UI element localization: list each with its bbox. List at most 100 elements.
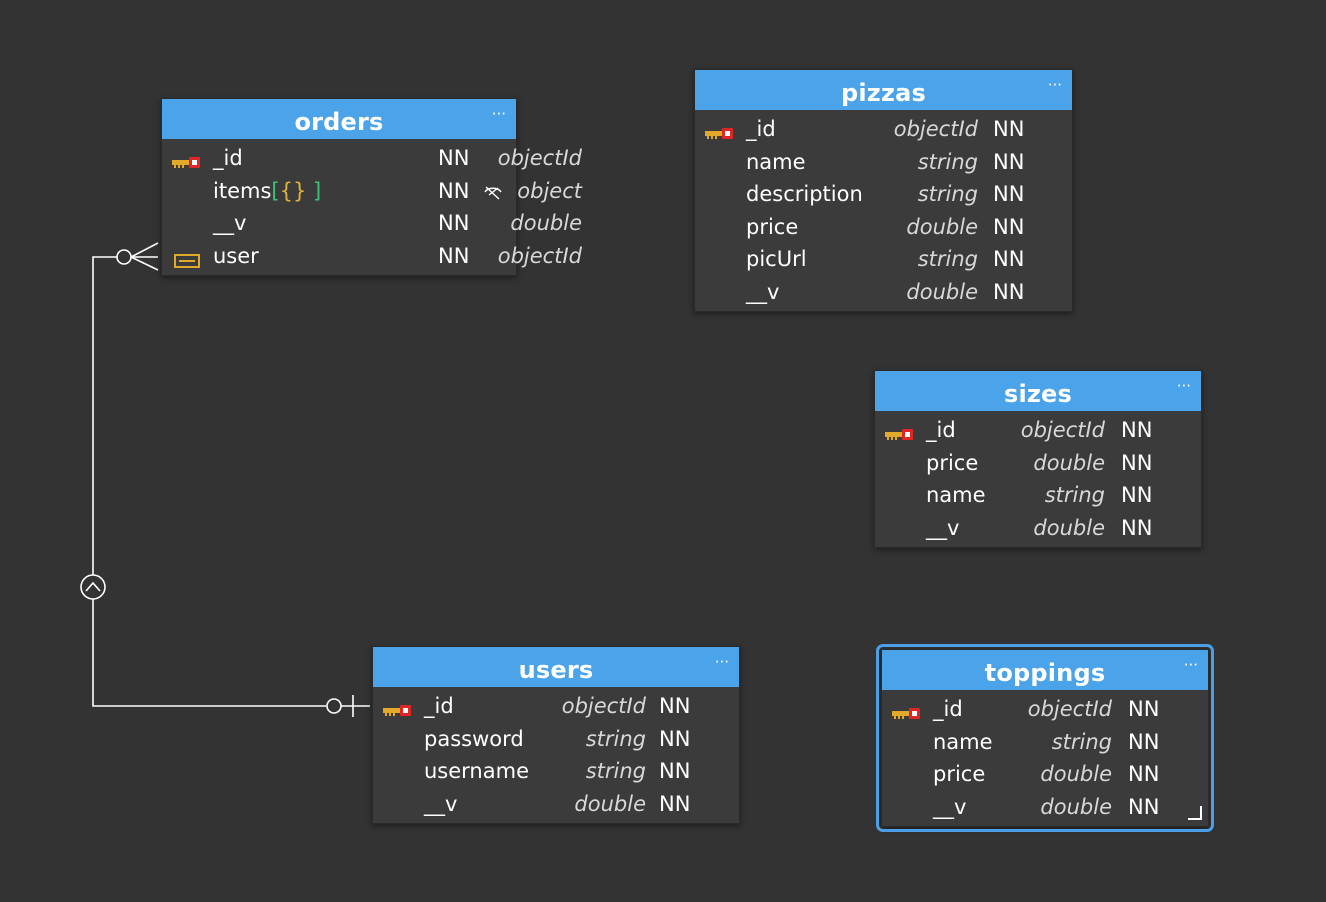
field-name: _id — [424, 694, 454, 718]
entity-header[interactable]: sizes ··· — [875, 371, 1201, 411]
not-null-flag: NN — [1121, 483, 1153, 507]
field-name-text: __v — [933, 794, 967, 819]
field-name: _id — [933, 697, 963, 721]
chevron-up-icon — [85, 581, 101, 592]
field-row[interactable]: _id objectId NN — [882, 693, 1208, 726]
array-bracket-close: ] — [306, 178, 322, 203]
entity-menu-button[interactable]: ··· — [1047, 76, 1062, 94]
resize-handle[interactable] — [1188, 806, 1202, 820]
collapse-toggle-icon[interactable] — [80, 574, 106, 600]
crows-foot-upper — [130, 242, 159, 258]
field-name: user — [213, 244, 259, 268]
field-name-text: name — [746, 149, 806, 174]
field-name-text: _id — [213, 146, 243, 170]
field-type: double — [574, 791, 646, 816]
field-type: double — [1040, 794, 1112, 819]
field-type: objectId — [497, 243, 582, 268]
entity-header[interactable]: toppings ··· — [882, 650, 1208, 690]
entity-title: orders — [294, 108, 384, 136]
zero-circle-symbol — [116, 249, 132, 265]
field-row[interactable]: user objectId NN — [162, 240, 582, 273]
field-name: __v — [746, 280, 779, 304]
not-null-flag: NN — [1128, 762, 1160, 786]
field-name-text: picUrl — [746, 247, 807, 271]
field-row[interactable]: price double NN — [875, 447, 1201, 480]
field-type: string — [1051, 729, 1112, 754]
field-name-text: _id — [746, 117, 776, 141]
entity-menu-button[interactable]: ··· — [1176, 377, 1191, 395]
field-type: double — [906, 279, 978, 304]
field-name-text: __v — [424, 791, 458, 816]
not-null-flag: NN — [1121, 515, 1153, 540]
relationship-orders-users[interactable] — [80, 242, 370, 717]
entity-menu-button[interactable]: ··· — [491, 105, 506, 123]
field-name: __v — [213, 211, 246, 235]
field-name-text: __v — [926, 515, 960, 540]
field-name: description — [746, 182, 863, 206]
field-name: _id — [213, 146, 243, 170]
entity-header[interactable]: users ··· — [373, 647, 739, 687]
field-type: string — [1044, 483, 1105, 507]
not-null-flag: NN — [993, 247, 1025, 271]
entity-menu-button[interactable]: ··· — [714, 653, 729, 671]
entity-title: sizes — [1003, 380, 1073, 408]
primary-key-icon — [172, 151, 202, 168]
field-type: string — [917, 182, 978, 206]
field-name: price — [933, 762, 985, 786]
relationship-line[interactable] — [92, 256, 326, 707]
field-name: _id — [746, 117, 776, 141]
eye-off-icon[interactable] — [482, 181, 504, 203]
field-type: objectId — [1027, 697, 1112, 721]
not-null-flag: NN — [993, 182, 1025, 206]
entity-header[interactable]: orders ··· — [162, 99, 516, 139]
field-name: __v — [424, 792, 457, 816]
field-name-text: _id — [424, 694, 454, 718]
not-null-flag: NN — [1128, 697, 1160, 721]
field-row[interactable]: picUrl string NN — [695, 243, 1072, 276]
not-null-flag: NN — [438, 243, 470, 268]
entity-header[interactable]: pizzas ··· — [695, 70, 1072, 110]
entity-menu-button[interactable]: ··· — [1183, 656, 1198, 674]
object-brace: {} — [279, 178, 307, 203]
field-type: objectId — [561, 694, 646, 718]
not-null-flag: NN — [1121, 450, 1153, 475]
field-name: password — [424, 727, 524, 751]
field-row[interactable]: description string NN — [695, 178, 1072, 211]
field-name: price — [926, 451, 978, 475]
field-type: objectId — [893, 117, 978, 141]
field-type: string — [917, 247, 978, 271]
entity-title: pizzas — [840, 79, 927, 107]
crows-foot-lower — [130, 256, 159, 271]
not-null-flag: NN — [438, 211, 470, 235]
field-name: price — [746, 215, 798, 239]
field-type: double — [1033, 450, 1105, 475]
field-name-text: password — [424, 726, 524, 751]
entity-title: toppings — [984, 659, 1106, 687]
zero-circle-symbol — [326, 698, 342, 714]
